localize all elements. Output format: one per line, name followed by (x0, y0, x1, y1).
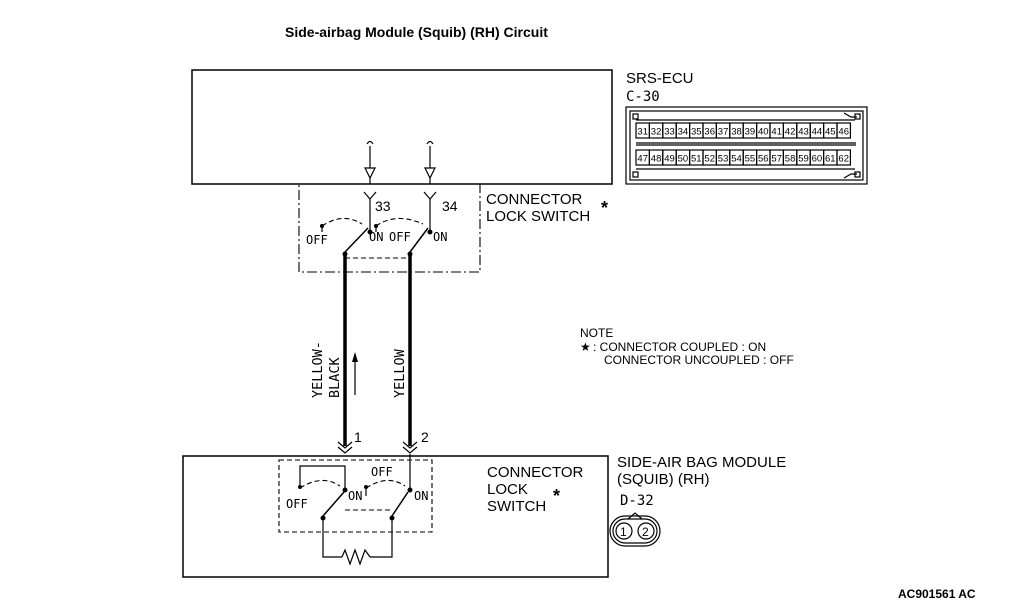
module-switch-on-right: ON (414, 489, 428, 503)
ecu-lock-switch-label-1: CONNECTOR (486, 191, 583, 208)
module-pin-1-label: 1 (354, 429, 362, 445)
ecu-pin-34-label: 34 (442, 198, 458, 214)
c30-pin-number: 56 (758, 154, 769, 165)
c30-pin-number: 41 (771, 127, 782, 138)
c30-pin-number: 44 (812, 127, 823, 138)
srs-ecu-label: SRS-ECU (626, 70, 694, 87)
module-switch-off-left: OFF (286, 497, 308, 511)
airbag-module-box (182, 455, 609, 578)
c30-pin-number: 31 (637, 127, 648, 138)
ecu-internal-wires (364, 140, 436, 184)
c30-pin-number: 61 (825, 154, 836, 165)
d32-connector-face (609, 512, 661, 547)
c30-pin-number: 54 (731, 154, 742, 165)
module-switch-on-left: ON (348, 489, 362, 503)
ecu-lock-switch-boundary (298, 183, 481, 273)
module-switch-contacts (298, 454, 413, 521)
ecu-switch-off-right: OFF (389, 230, 411, 244)
module-lock-switch-label-2: LOCK (487, 481, 528, 498)
c30-pin-number: 42 (785, 127, 796, 138)
c30-pin-number: 50 (678, 154, 689, 165)
module-lock-switch-star: * (553, 486, 560, 506)
note-line-1: : CONNECTOR COUPLED : ON (593, 340, 766, 354)
squib-resistor (322, 518, 393, 566)
module-lock-switch-boundary (278, 459, 433, 533)
srs-ecu-connector-code: C-30 (626, 89, 660, 105)
wire-color-yellow-black-1: YELLOW- (310, 341, 326, 398)
c30-pin-number: 32 (651, 127, 662, 138)
ecu-switch-contacts (320, 212, 433, 259)
ecu-lock-switch-star: * (601, 198, 608, 218)
c30-pin-number: 43 (798, 127, 809, 138)
c30-pin-number: 33 (664, 127, 675, 138)
c30-pin-number: 35 (691, 127, 702, 138)
d32-pin-1: 1 (620, 525, 627, 539)
module-lock-switch-label-1: CONNECTOR (487, 464, 584, 481)
ecu-switch-on-left: ON (369, 230, 383, 244)
c30-pin-number: 59 (798, 154, 809, 165)
c30-pin-number: 45 (825, 127, 836, 138)
c30-pin-number: 58 (785, 154, 796, 165)
wire-color-yellow: YELLOW (392, 348, 408, 398)
c30-pin-number: 39 (745, 127, 756, 138)
ecu-switch-on-right: ON (433, 230, 447, 244)
c30-pin-number: 34 (678, 127, 689, 138)
c30-pin-number: 57 (771, 154, 782, 165)
module-pin-2-label: 2 (421, 429, 429, 445)
c30-pin-number: 37 (718, 127, 729, 138)
c30-pin-number: 48 (651, 154, 662, 165)
figure-code: AC901561 AC (898, 587, 976, 601)
ecu-pin-terminals (363, 191, 437, 212)
srs-ecu-box (191, 69, 613, 185)
c30-pin-number: 62 (838, 154, 849, 165)
airbag-module-label-2: (SQUIB) (RH) (617, 471, 710, 488)
module-switch-off-right: OFF (371, 465, 393, 479)
note-line-2: CONNECTOR UNCOUPLED : OFF (604, 353, 794, 367)
module-pin-terminals (337, 441, 418, 454)
c30-pin-cell (836, 149, 851, 166)
c30-pin-number: 36 (704, 127, 715, 138)
wire-color-yellow-black-2: BLACK (327, 356, 343, 398)
airbag-module-label-1: SIDE-AIR BAG MODULE (617, 454, 786, 471)
c30-pin-number: 49 (664, 154, 675, 165)
c30-pin-number: 38 (731, 127, 742, 138)
c30-pin-cell (836, 122, 851, 139)
c30-pin-number: 40 (758, 127, 769, 138)
c30-pin-number: 53 (718, 154, 729, 165)
d32-pin-2: 2 (642, 525, 649, 539)
airbag-module-connector-code: D-32 (620, 493, 654, 509)
note-heading: NOTE (580, 326, 613, 340)
c30-pin-number: 46 (838, 127, 849, 138)
diagram-title: Side-airbag Module (Squib) (RH) Circuit (285, 24, 548, 40)
c30-pin-number: 47 (637, 154, 648, 165)
c30-pin-number: 51 (691, 154, 702, 165)
ecu-switch-off-left: OFF (306, 233, 328, 247)
module-lock-switch-label-3: SWITCH (487, 498, 546, 515)
current-direction-arrow (352, 352, 358, 395)
c30-pin-number: 55 (745, 154, 756, 165)
ecu-lock-switch-label-2: LOCK SWITCH (486, 208, 590, 225)
ecu-pin-33-label: 33 (375, 198, 391, 214)
c30-pin-number: 52 (704, 154, 715, 165)
note-star: ★ (580, 340, 591, 354)
c30-pin-number: 60 (812, 154, 823, 165)
